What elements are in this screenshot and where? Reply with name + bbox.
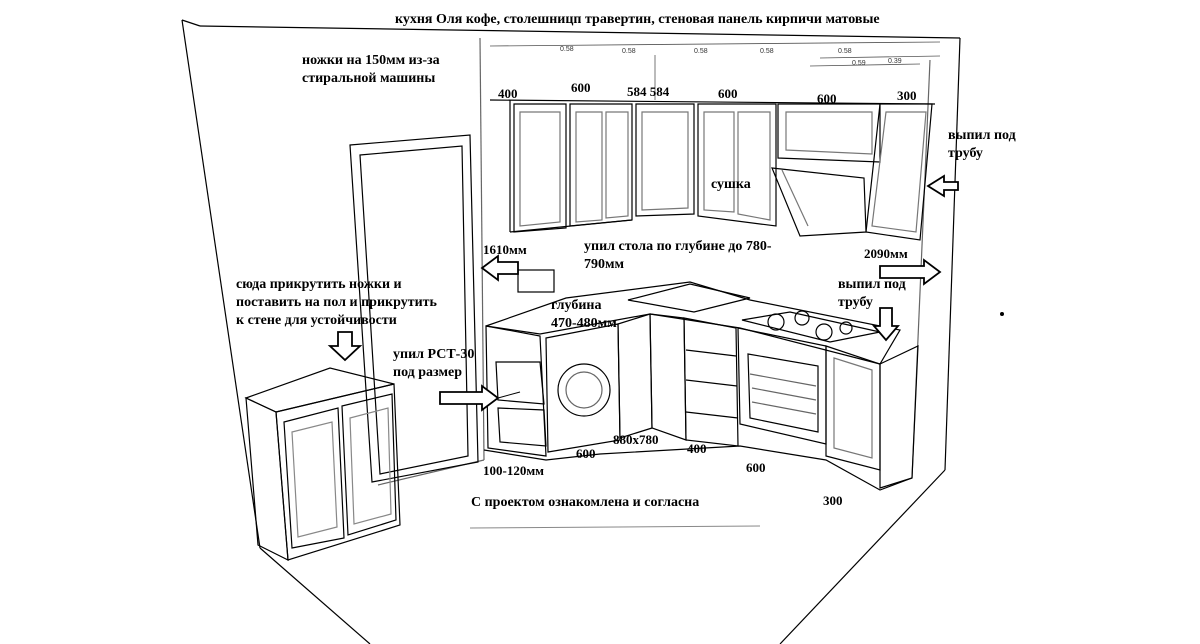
agreement-underline: [469, 525, 761, 529]
ceiling-mark: 0.58: [694, 48, 708, 55]
note-pipe-mid-line2: трубу: [838, 295, 873, 310]
note-depth-line2: 470-480мм: [551, 316, 617, 331]
door: [349, 134, 479, 483]
ceiling-dimension-chain: [489, 41, 941, 100]
note-cut-table-line1: упил стола по глубине до 780-: [584, 239, 772, 254]
dim-bottom-600b: 600: [746, 460, 766, 475]
dim-top-600b: 600: [718, 86, 738, 101]
note-depth-line1: глубина: [551, 298, 602, 313]
dim-bottom-880: 880х780: [613, 432, 659, 447]
down-arrow-icon: [872, 307, 900, 342]
note-cut-rst-line2: под размер: [393, 365, 462, 380]
ceiling-mark: 0.39: [888, 58, 902, 65]
dim-top-584: 584 584: [627, 84, 670, 99]
dim-bottom-600a: 600: [576, 446, 596, 461]
right-arrow-icon: [879, 258, 942, 286]
pointer-line: [497, 391, 521, 399]
ceiling-mark: 0.58: [760, 48, 774, 55]
note-cut-rst-line1: упил РСТ-30: [393, 347, 475, 362]
note-screw-legs-line3: к стене для устойчивости: [236, 313, 397, 328]
annotation-arrows: [327, 174, 959, 412]
agreement-text: С проектом ознакомлена и согласна: [471, 495, 700, 510]
note-pipe-mid-line1: выпил под: [838, 277, 906, 292]
note-screw-legs-line1: сюда прикрутить ножки и: [236, 277, 402, 292]
left-arrow-icon: [480, 254, 519, 282]
dim-bottom-100-120: 100-120мм: [483, 463, 545, 478]
dim-bottom-400: 400: [687, 441, 707, 456]
note-pipe-top-line1: выпил под: [948, 128, 1016, 143]
page-title: кухня Оля кофе, столешницп травертин, ст…: [395, 12, 880, 27]
note-legs-line2: стиральной машины: [302, 71, 436, 86]
note-cut-table-line2: 790мм: [584, 257, 625, 272]
ceiling-mark: 0.58: [838, 48, 852, 55]
dim-top-400: 400: [498, 86, 518, 101]
left-arrow-icon: [926, 174, 959, 198]
note-pipe-top-line2: трубу: [948, 146, 983, 161]
note-legs-line1: ножки на 150мм из-за: [302, 53, 440, 68]
upper-cabinets: [489, 99, 936, 241]
dim-top-600c: 600: [817, 91, 837, 106]
ceiling-mark: 0.59: [852, 60, 866, 67]
note-screw-legs-line2: поставить на пол и прикрутить: [236, 295, 437, 310]
ceiling-mark: 0.58: [560, 46, 574, 53]
ceiling-mark: 0.58: [622, 48, 636, 55]
dim-height-1610: 1610мм: [483, 242, 527, 257]
dim-top-300: 300: [897, 88, 917, 103]
right-arrow-icon: [439, 384, 500, 412]
dim-bottom-300: 300: [823, 493, 843, 508]
dim-top-600a: 600: [571, 80, 591, 95]
dim-height-2090: 2090мм: [864, 246, 908, 261]
stray-dot: [1000, 312, 1004, 316]
down-arrow-icon: [327, 331, 363, 362]
standalone-cabinet: [244, 367, 401, 562]
note-dryer: сушка: [711, 177, 751, 192]
room-outline: [181, 19, 961, 644]
